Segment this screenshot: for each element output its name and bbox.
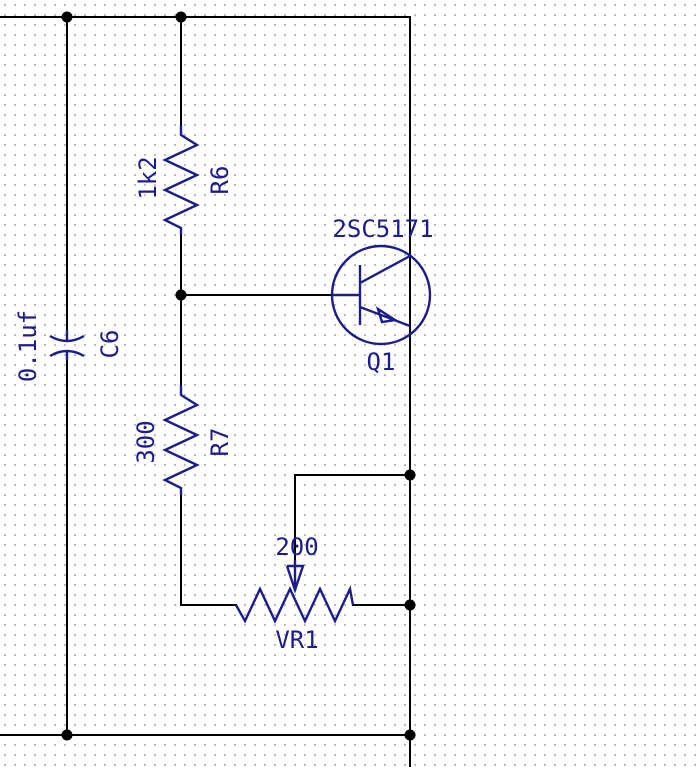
potentiometer-vr1-symbol bbox=[234, 585, 355, 624]
resistor-r6[interactable]: 1k2 R6 bbox=[134, 125, 234, 235]
resistor-r7-ref: R7 bbox=[206, 428, 234, 457]
capacitor-c6-plate-bottom bbox=[49, 349, 85, 358]
transistor-q1-ref: Q1 bbox=[367, 348, 396, 376]
junction-dot bbox=[175, 11, 187, 23]
wires bbox=[0, 16, 411, 767]
junction-dot bbox=[61, 729, 73, 741]
resistor-r7-value: 300 bbox=[132, 420, 160, 463]
resistor-r7[interactable]: 300 R7 bbox=[132, 385, 234, 495]
capacitor-c6-plate-top bbox=[49, 334, 85, 343]
junction-dot bbox=[175, 289, 187, 301]
junction-dot bbox=[404, 599, 416, 611]
potentiometer-vr1-value: 200 bbox=[275, 533, 318, 561]
transistor-q1-emitter bbox=[359, 305, 411, 328]
capacitor-c6-value: 0.1uf bbox=[14, 310, 42, 382]
potentiometer-vr1-wiper-arrow bbox=[285, 564, 305, 594]
junction-dot bbox=[404, 729, 416, 741]
potentiometer-vr1-ref: VR1 bbox=[275, 626, 318, 654]
resistor-r6-symbol bbox=[162, 125, 200, 235]
capacitor-c6[interactable]: 0.1uf C6 bbox=[14, 310, 124, 382]
transistor-q1-emitter-arrow bbox=[375, 306, 399, 324]
potentiometer-vr1[interactable]: 200 VR1 bbox=[234, 533, 355, 654]
transistor-q1[interactable]: 2SC5171 Q1 bbox=[330, 215, 434, 376]
junctions bbox=[61, 11, 416, 741]
junction-dot bbox=[61, 11, 73, 23]
resistor-r6-value: 1k2 bbox=[134, 156, 162, 199]
transistor-q1-collector bbox=[359, 254, 411, 285]
transistor-q1-value: 2SC5171 bbox=[332, 215, 433, 243]
junction-dot bbox=[404, 469, 416, 481]
capacitor-c6-ref: C6 bbox=[96, 330, 124, 359]
resistor-r6-ref: R6 bbox=[206, 166, 234, 195]
resistor-r7-symbol bbox=[162, 385, 200, 495]
